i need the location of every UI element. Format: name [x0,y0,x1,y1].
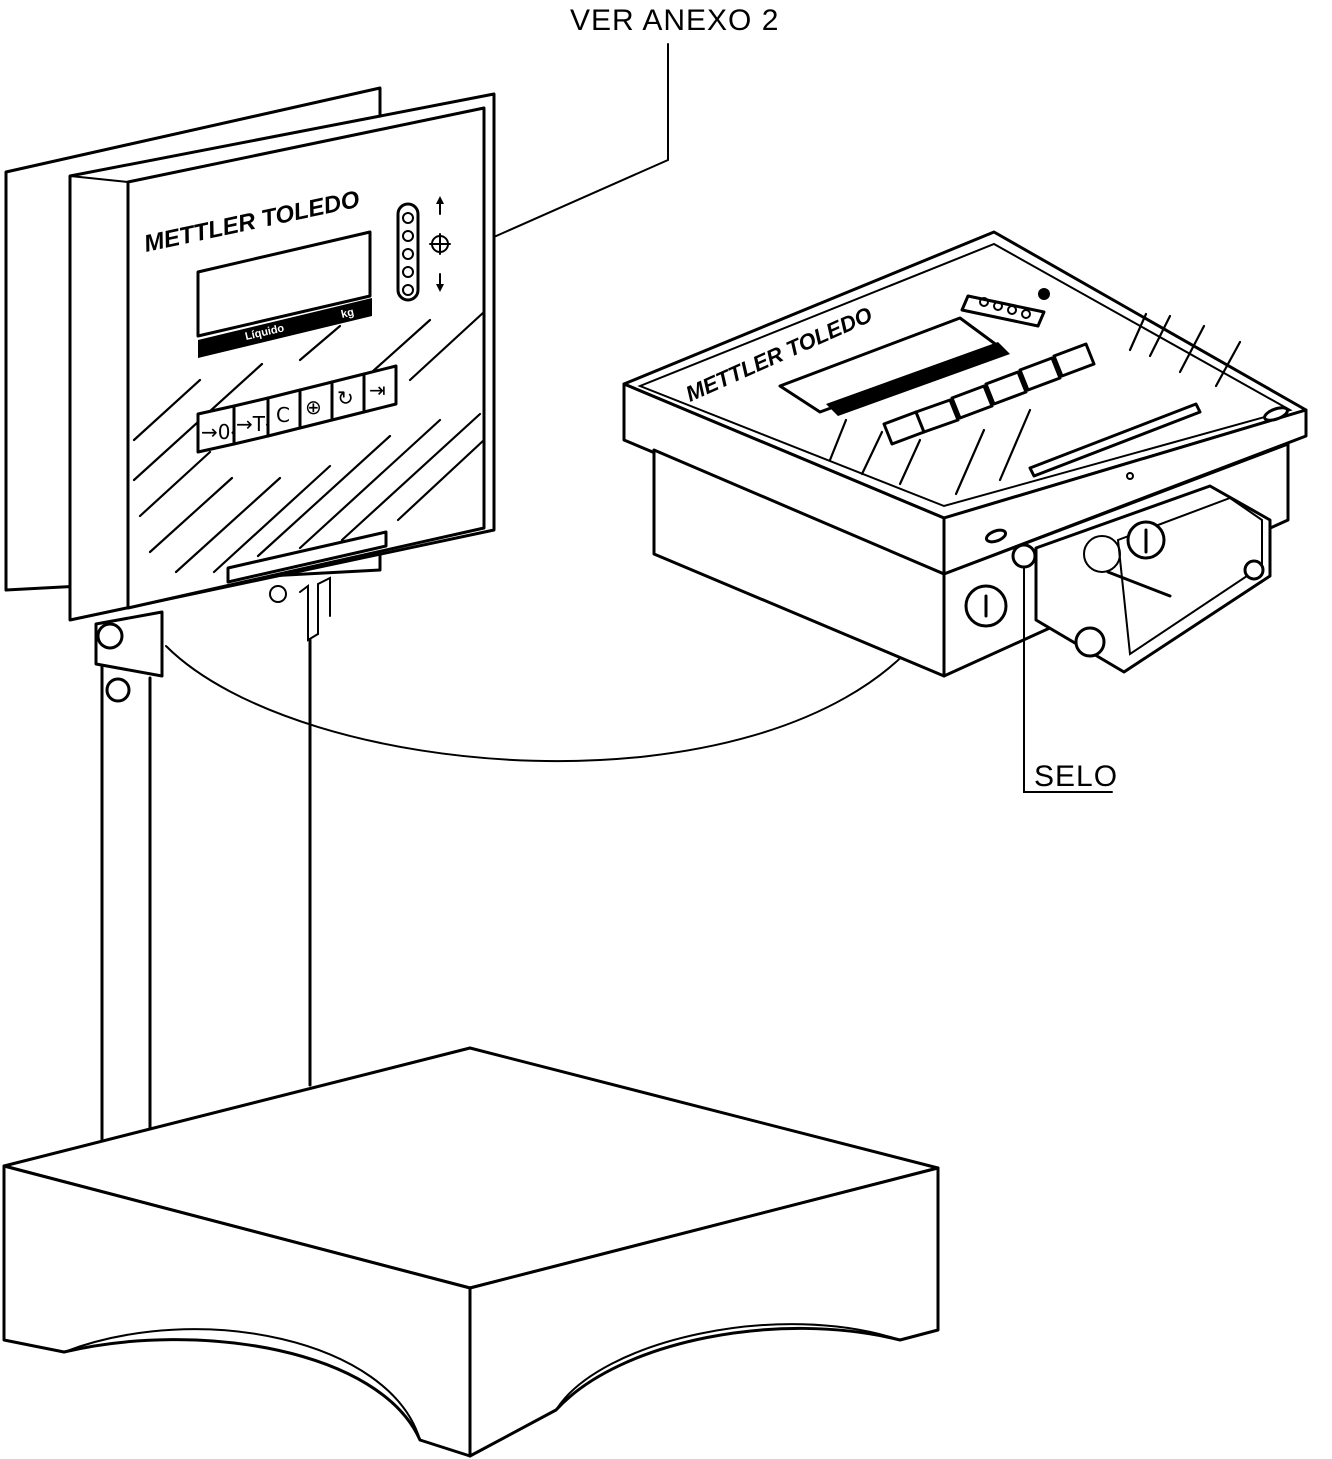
detail-key-enter[interactable] [1052,342,1096,378]
annex-callout-label: VER ANEXO 2 [570,4,779,37]
front-led-column [396,202,420,302]
key-refresh-label: ↻ [337,386,354,410]
annex-callout: VER ANEXO 2 [462,4,779,250]
detail-keypad [882,342,1096,446]
detail-key-refresh[interactable] [1018,356,1062,392]
front-panel-hatching [132,310,486,574]
arrow-up-icon [436,196,444,215]
detail-panel-hatching [828,312,1242,496]
key-clear-label: C [276,403,290,427]
annex-leader-line [477,43,669,245]
weighing-platform [2,1046,940,1458]
detail-status-strip [826,342,1010,416]
detail-target-icon [1038,288,1050,300]
front-bottom-slot [226,530,388,584]
seal-callout-label: SELO [1034,760,1118,793]
key-target-label: ⊕ [305,395,322,419]
detail-key-target[interactable] [984,370,1028,406]
column-bolt [105,677,131,703]
seal-callout: SELO [1023,567,1118,793]
detail-top-slot [1028,402,1202,478]
detail-led-row [960,294,1046,328]
key-enter[interactable] [362,364,398,414]
arrow-down-icon [436,273,444,292]
bracket-bolt [96,622,124,650]
key-enter-label: ⇥ [369,378,386,402]
seal-plug [1011,543,1037,569]
terminal-front-view: METTLER TOLEDO Líquido kg [4,86,496,678]
scale-column [100,638,312,1142]
seal-leader-line [1023,567,1113,793]
detail-bracket [1034,484,1272,674]
target-icon [429,233,451,255]
platform-left-side [2,1164,472,1458]
status-unit-kg: kg [340,306,355,321]
front-keypad: →0← →T← C ⊕ ↻ ⇥ [196,364,398,454]
detail-key-clear[interactable] [950,384,994,420]
detail-key-tare[interactable] [914,398,960,434]
detail-connector-arrow [165,628,928,763]
terminal-detail-view: METTLER TOLEDO [622,230,1308,678]
front-display-window [196,230,372,338]
front-status-strip [198,298,372,358]
